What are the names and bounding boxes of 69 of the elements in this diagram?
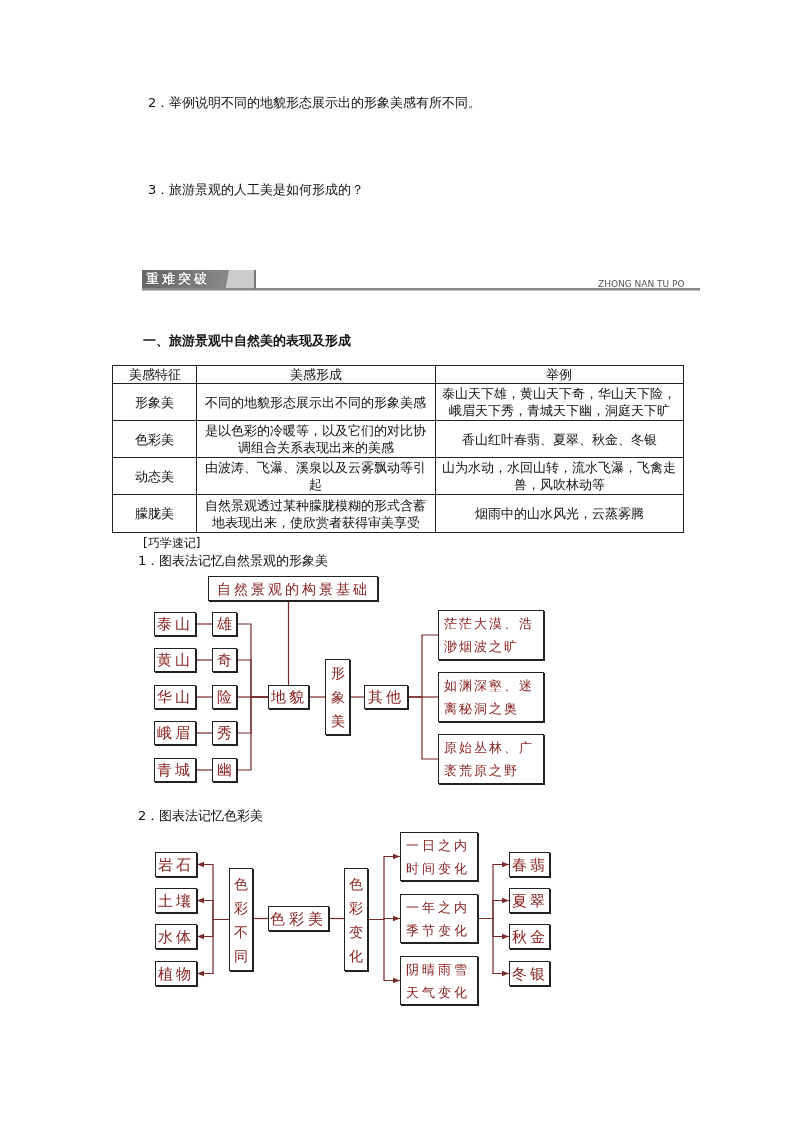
text-box: 华山 xyxy=(154,685,196,709)
text-box: 茫茫大漠、浩渺烟波之旷 xyxy=(438,610,544,660)
table-cell: 不同的地貌形态展示出不同的形象美感 xyxy=(196,383,436,421)
connector-line xyxy=(407,696,439,760)
arrow xyxy=(196,918,230,977)
connector-line xyxy=(252,917,269,920)
vertical-box: 色彩变化 xyxy=(344,868,368,971)
connector-line xyxy=(328,917,345,920)
text-box: 水体 xyxy=(155,924,197,949)
table-cell: 山为水动，水回山转，流水飞瀑，飞禽走兽，风吹林动等 xyxy=(435,457,684,495)
text-box: 春翡 xyxy=(509,852,550,877)
connector-line xyxy=(349,696,365,698)
sub-heading: 1．图表法记忆自然景观的形象美 xyxy=(138,553,329,569)
text-box: 险 xyxy=(212,685,237,709)
text-box: 原始丛林、广袤荒原之野 xyxy=(438,734,544,784)
arrow xyxy=(367,918,401,984)
question-text: 3．旅游景观的人工美是如何形成的？ xyxy=(148,182,365,198)
text-box: 雄 xyxy=(212,612,237,636)
section-subtitle: ZHONG NAN TU PO xyxy=(598,278,685,291)
table-header-cell: 美感形成 xyxy=(196,365,436,384)
text-box: 其他 xyxy=(364,685,408,709)
text-box: 夏翠 xyxy=(509,888,550,913)
text-box: 秋金 xyxy=(509,924,550,949)
connector-line xyxy=(287,600,290,686)
vertical-box: 色彩不同 xyxy=(229,868,253,971)
connector-line xyxy=(236,696,269,771)
text-box: 冬银 xyxy=(509,961,550,986)
table-cell: 形象美 xyxy=(112,383,197,421)
text-box: 青城 xyxy=(154,758,196,782)
question-text: 2．举例说明不同的地貌形态展示出的形象美感有所不同。 xyxy=(148,95,482,111)
connector-line xyxy=(195,769,213,771)
text-box: 泰山 xyxy=(154,612,196,636)
vertical-box: 形象美 xyxy=(325,659,350,735)
text-box: 阴晴雨雪天气变化 xyxy=(400,956,478,1005)
text-box: 一年之内季节变化 xyxy=(400,894,478,943)
text-box: 自然景观的构景基础 xyxy=(208,576,378,601)
text-box: 色彩美 xyxy=(268,906,329,931)
text-box: 一日之内时间变化 xyxy=(400,832,478,881)
connector-line xyxy=(195,623,213,625)
table-cell: 动态美 xyxy=(112,457,197,495)
table-cell: 烟雨中的山水风光，云蒸雾腾 xyxy=(435,494,684,533)
table-header-cell: 美感特征 xyxy=(112,365,197,384)
text-box: 地貌 xyxy=(268,685,309,709)
text-box: 岩石 xyxy=(155,852,197,877)
section-heading: 一、旅游景观中自然美的表现及形成 xyxy=(143,333,351,349)
connector-line xyxy=(308,696,326,698)
table-header-cell: 举例 xyxy=(435,365,684,384)
table-cell: 朦胧美 xyxy=(112,494,197,533)
sub-heading: 2．图表法记忆色彩美 xyxy=(138,808,264,824)
text-box: 奇 xyxy=(212,648,237,672)
text-box: 植物 xyxy=(155,961,197,986)
table-cell: 色彩美 xyxy=(112,420,197,458)
text-box: 如渊深壑、迷离秘洞之奥 xyxy=(438,672,544,722)
arrow xyxy=(477,917,510,977)
table-cell: 自然景观透过某种朦胧模糊的形式含蓄地表现出来，使欣赏者获得审美享受 xyxy=(196,494,436,533)
section-banner: 重难突破 xyxy=(142,270,254,288)
text-box: 幽 xyxy=(212,758,237,782)
text-box: 黄山 xyxy=(154,648,196,672)
connector-line xyxy=(195,659,213,661)
text-box: 土壤 xyxy=(155,888,197,913)
text-box: 峨眉 xyxy=(154,721,196,745)
table-cell: 香山红叶春翡、夏翠、秋金、冬银 xyxy=(435,420,684,458)
table-cell: 泰山天下雄，黄山天下奇，华山天下险，峨眉天下秀，青城天下幽，洞庭天下旷 xyxy=(435,383,684,421)
note-text: [巧学速记] xyxy=(143,535,201,551)
connector-line xyxy=(195,732,213,734)
connector-line xyxy=(195,696,213,698)
table-cell: 是以色彩的冷暖等，以及它们的对比协调组合关系表现出来的美感 xyxy=(196,420,436,458)
table-cell: 由波涛、飞瀑、溪泉以及云雾飘动等引起 xyxy=(196,457,436,495)
text-box: 秀 xyxy=(212,721,237,745)
